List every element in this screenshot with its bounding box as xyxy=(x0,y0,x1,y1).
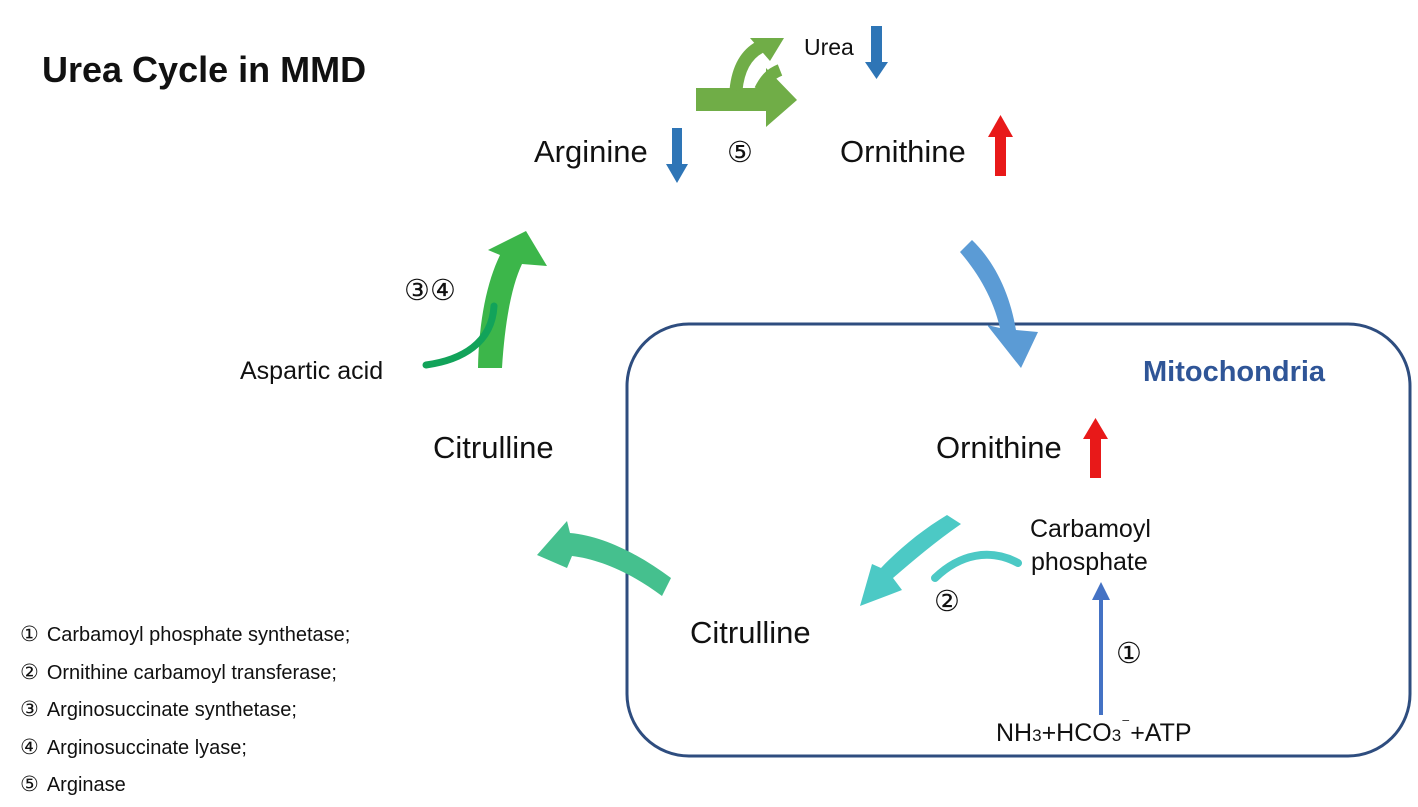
ornithine-up-indicator-cytosol xyxy=(988,115,1013,176)
arginine-synthesis-arrow xyxy=(478,231,547,368)
urea-branch-arrowhead xyxy=(750,38,784,61)
urea-label: Urea xyxy=(804,34,854,60)
arginine-down-indicator xyxy=(666,128,688,183)
cps-arrowhead xyxy=(1092,582,1110,600)
urea-down-indicator xyxy=(865,26,888,79)
ornithine-mito-label: Ornithine xyxy=(936,430,1062,465)
carbamoyl-label-line1: Carbamoyl xyxy=(1030,515,1151,543)
mitochondria-label: Mitochondria xyxy=(1143,356,1326,388)
arginine-label: Arginine xyxy=(534,134,648,169)
step-1-marker: ① xyxy=(1116,636,1142,670)
aspartic-acid-label: Aspartic acid xyxy=(240,357,383,385)
citrulline-export-arrow xyxy=(537,521,671,596)
ornithine-up-indicator-mito xyxy=(1083,418,1108,478)
urea-branch-arrow xyxy=(729,41,764,91)
citrulline-cytosol-label: Citrulline xyxy=(433,430,554,465)
step-3-4-marker: ③④ xyxy=(404,273,456,307)
ornithine-transport-arrow xyxy=(960,240,1038,368)
carbamoyl-feed-line xyxy=(931,550,1022,582)
arginase-arrow xyxy=(696,68,797,127)
substrates-label: NH3+HCO3⁻+ATP xyxy=(996,714,1192,747)
carbamoyl-label-line2: phosphate xyxy=(1031,548,1148,576)
ornithine-carbamoyl-arrow xyxy=(860,515,961,606)
aspartate-feed-line xyxy=(422,302,498,369)
ornithine-cytosol-label: Ornithine xyxy=(840,134,966,169)
step-5-marker: ⑤ xyxy=(727,135,753,169)
step-2-marker: ② xyxy=(934,584,960,618)
diagram-title: Urea Cycle in MMD xyxy=(42,49,366,90)
urea-branch-tail xyxy=(754,64,783,93)
mitochondria-compartment xyxy=(625,322,1412,758)
citrulline-mito-label: Citrulline xyxy=(690,615,811,650)
